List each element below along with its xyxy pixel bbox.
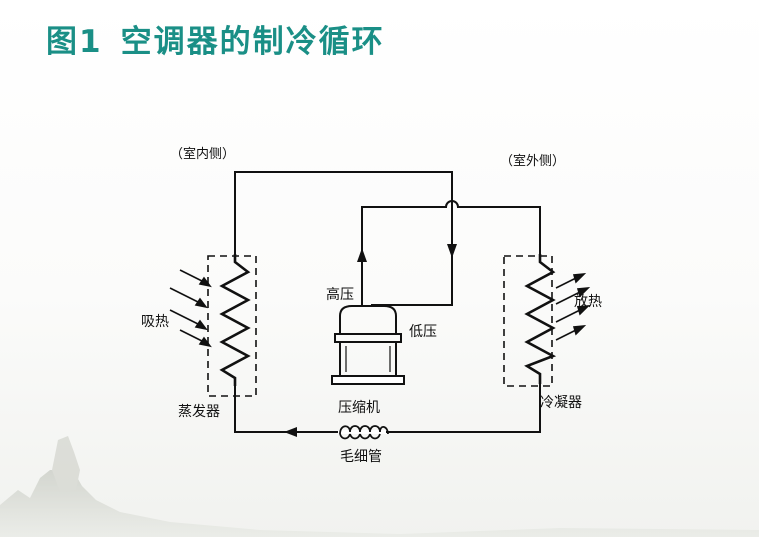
pipe-bottom-left	[234, 383, 341, 433]
compressor-label: 压缩机	[338, 400, 380, 416]
arrow-down-low-pressure	[447, 244, 457, 258]
capillary-label: 毛细管	[340, 449, 382, 465]
evaporator-coil	[207, 254, 257, 397]
evaporator-label: 蒸发器	[178, 404, 220, 420]
pipe-low-pressure	[371, 213, 453, 306]
pipe-top-loop	[234, 171, 453, 255]
condenser-label: 冷凝器	[540, 395, 582, 411]
slide-title: 图1 空调器的制冷循环	[46, 16, 385, 61]
low-pressure-label: 低压	[409, 324, 437, 340]
heat-absorb-arrows	[169, 269, 212, 348]
outdoor-side-label: （室外侧）	[500, 153, 565, 169]
flow-arrows	[284, 244, 457, 437]
capillary-coil	[338, 425, 389, 440]
indoor-side-label: （室内侧）	[170, 146, 235, 162]
compressor-symbol	[331, 305, 405, 385]
pipe-bottom-right	[385, 383, 541, 433]
heat-release-arrows	[555, 272, 591, 341]
figure-number: 图1	[46, 24, 103, 60]
figure-title-text: 空调器的制冷循环	[120, 24, 385, 60]
high-pressure-label: 高压	[326, 286, 354, 303]
arrow-left-bottom	[284, 427, 297, 437]
mountain-decoration	[0, 436, 759, 537]
condenser-coil	[503, 254, 557, 387]
arrow-up-high-pressure	[357, 248, 367, 262]
release-heat-label: 放热	[574, 294, 602, 310]
absorb-heat-label: 吸热	[141, 314, 169, 330]
